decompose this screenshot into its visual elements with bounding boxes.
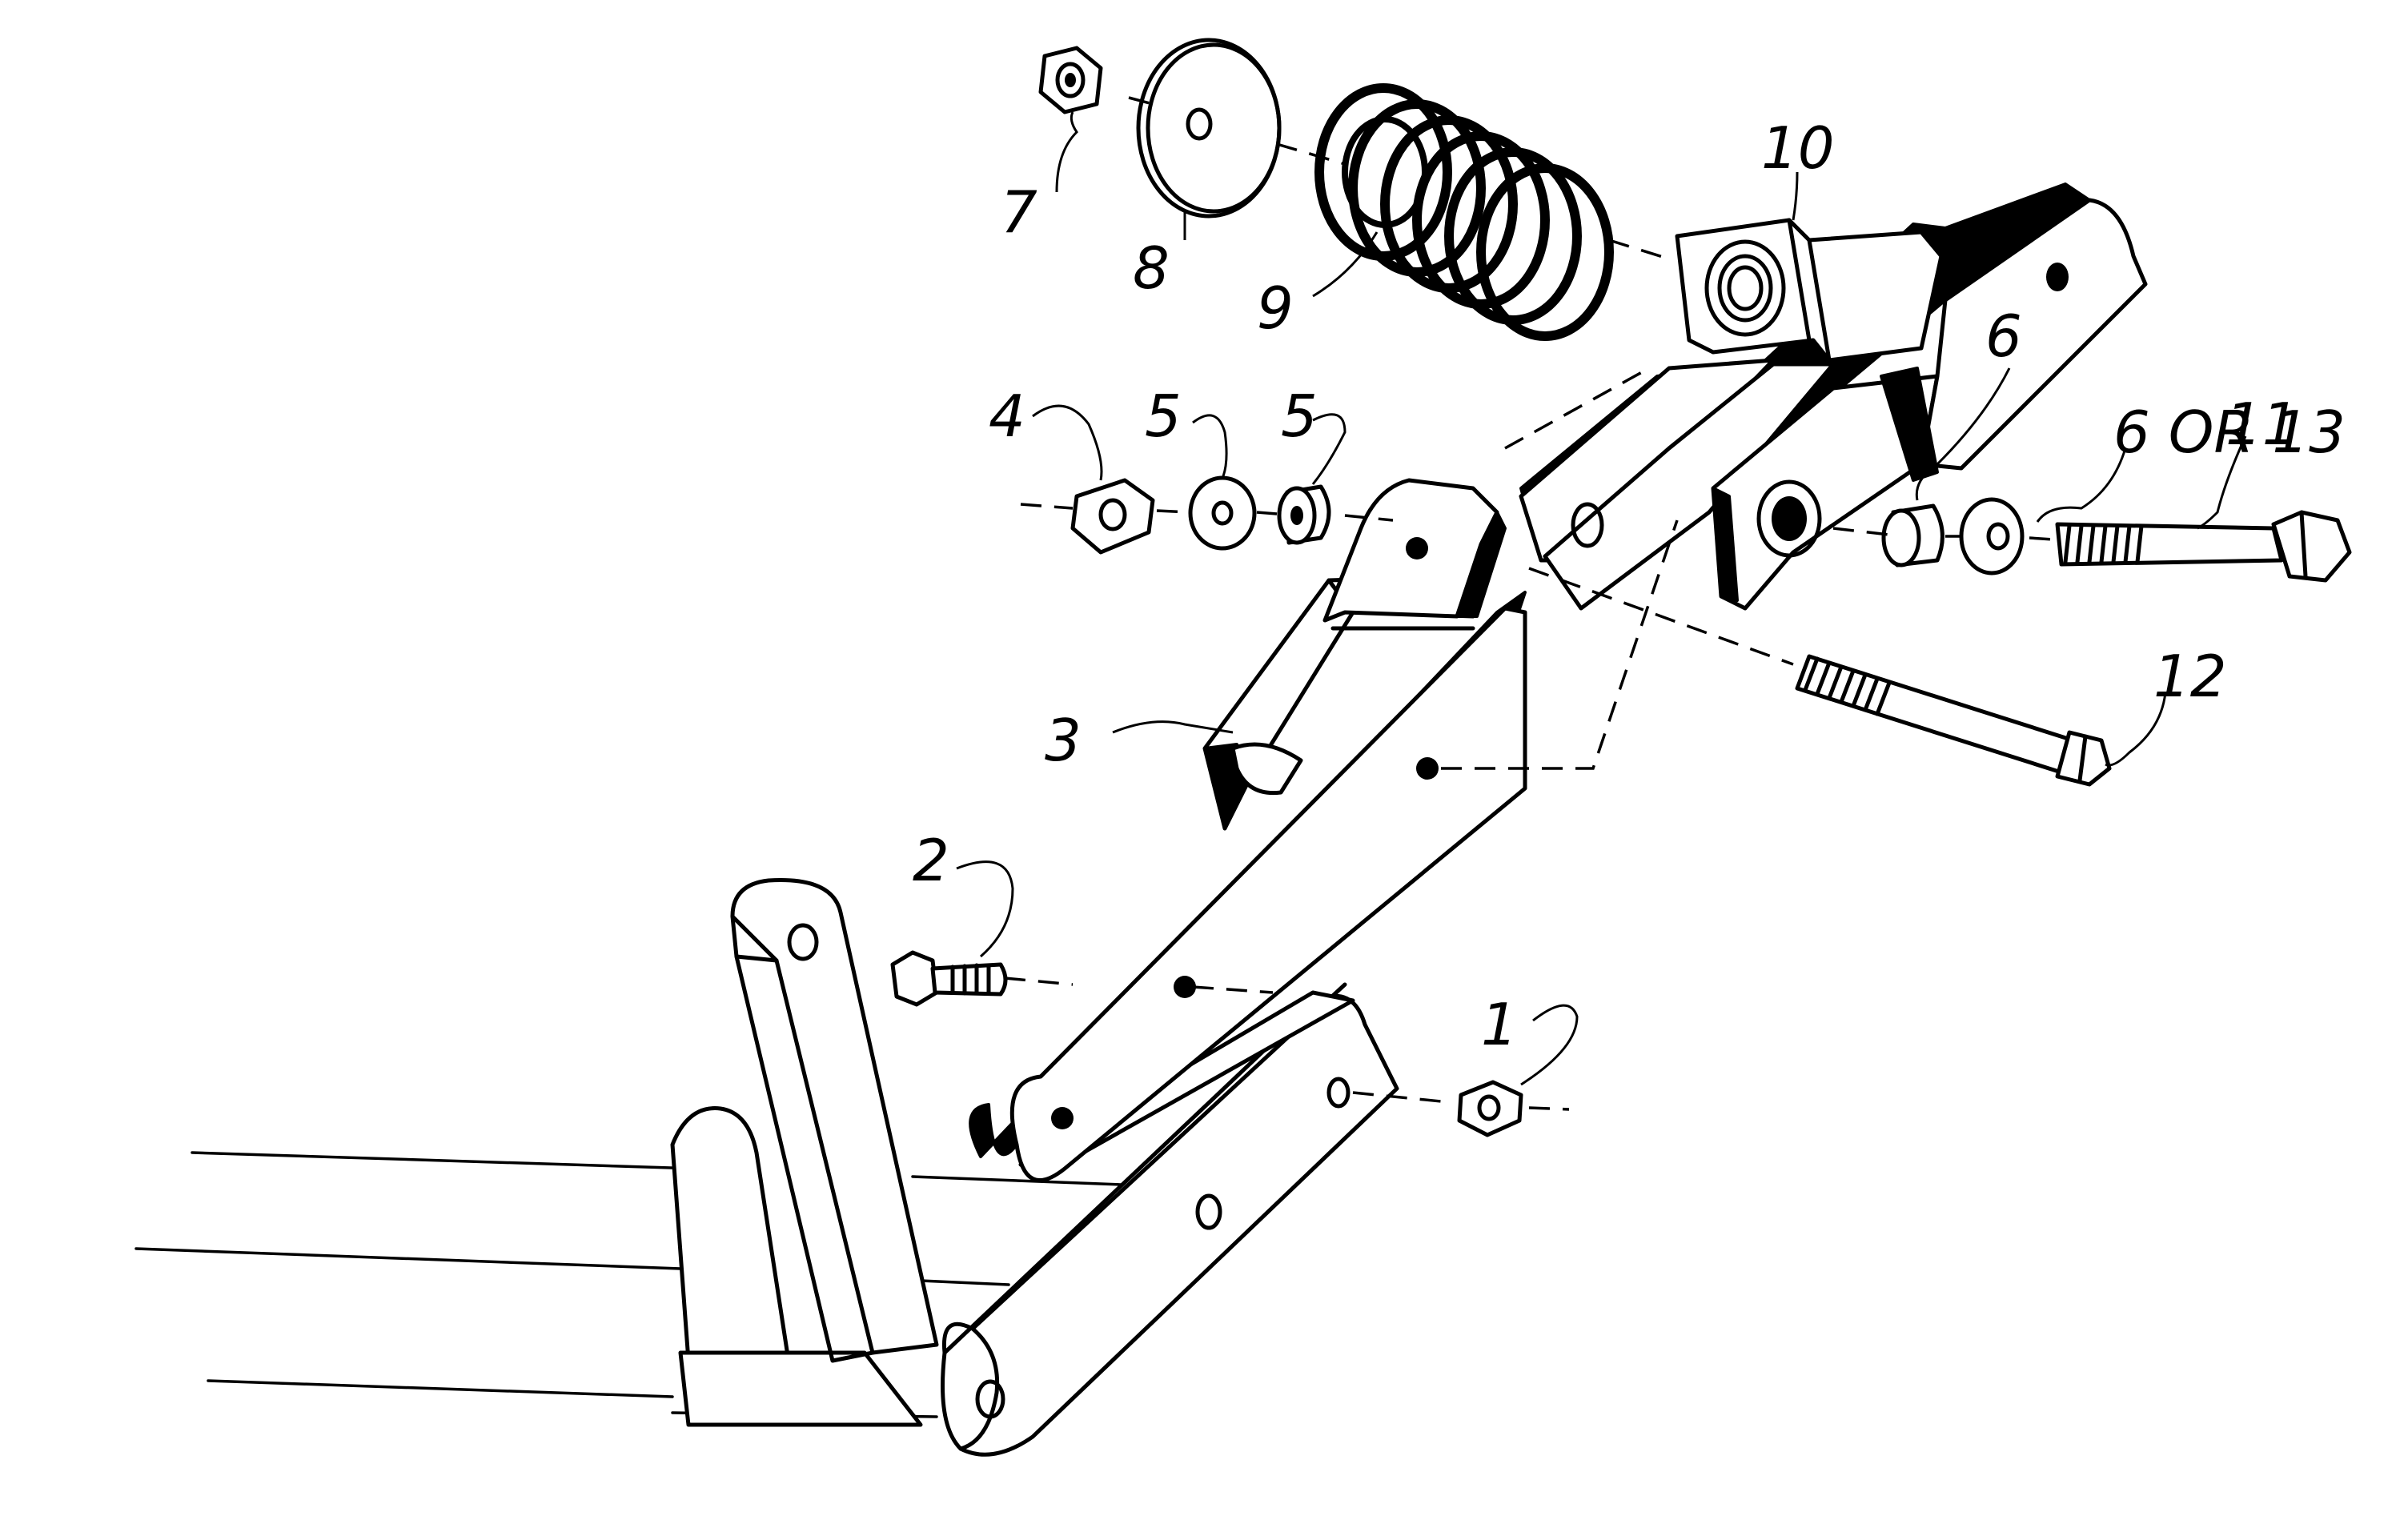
- callout-8: 8: [1133, 235, 1170, 302]
- callout-11: 11: [2225, 391, 2299, 458]
- bolt-part-2: [890, 950, 1008, 1007]
- callout-3: 3: [1045, 707, 1082, 774]
- spring-seat-block: [1675, 218, 1944, 363]
- bushing-part-6-or-13-right: [1881, 503, 1944, 567]
- callout-9: 9: [1257, 275, 1294, 342]
- callout-10: 10: [1761, 114, 1835, 182]
- upper-bracket-plates: [1519, 182, 2148, 611]
- rear-gusset-plate: [670, 1106, 923, 1427]
- bolt-part-12: [1795, 654, 2112, 787]
- nut-part-4: [1070, 478, 1155, 555]
- callout-6-or-13: 6: [1985, 303, 2022, 370]
- bushing-part-6-left: [1277, 484, 1331, 545]
- washer-part-5-right: [1959, 497, 2025, 576]
- callout-5-right: 6 OR 13: [2113, 399, 2346, 466]
- nut-part-1: [1457, 1080, 1523, 1137]
- callout-leaders: [956, 111, 2247, 1086]
- nut-part-7: [1038, 46, 1103, 114]
- washer-part-8: [1136, 38, 1282, 219]
- bolt-part-11: [2055, 510, 2352, 583]
- washer-part-5-left: [1188, 475, 1257, 551]
- upright-mounting-plate: [730, 878, 939, 1363]
- callout-7: 7: [1001, 178, 1037, 246]
- callout-12: 12: [2153, 643, 2227, 710]
- callout-5-left: 5: [1145, 383, 1182, 450]
- callout-labels: 1 2 3 4 5 5 6 6 OR 13 7 8 9 10 11 12: [913, 114, 2346, 1058]
- coil-spring-part-9: [1314, 83, 1614, 341]
- callout-4: 4: [989, 383, 1025, 450]
- callout-6-left: 5: [1281, 383, 1318, 450]
- assembly-centerlines: [1004, 96, 2054, 1111]
- pivot-arm: [969, 478, 1527, 1183]
- callout-1: 1: [1481, 991, 1518, 1058]
- callout-2: 2: [913, 827, 949, 894]
